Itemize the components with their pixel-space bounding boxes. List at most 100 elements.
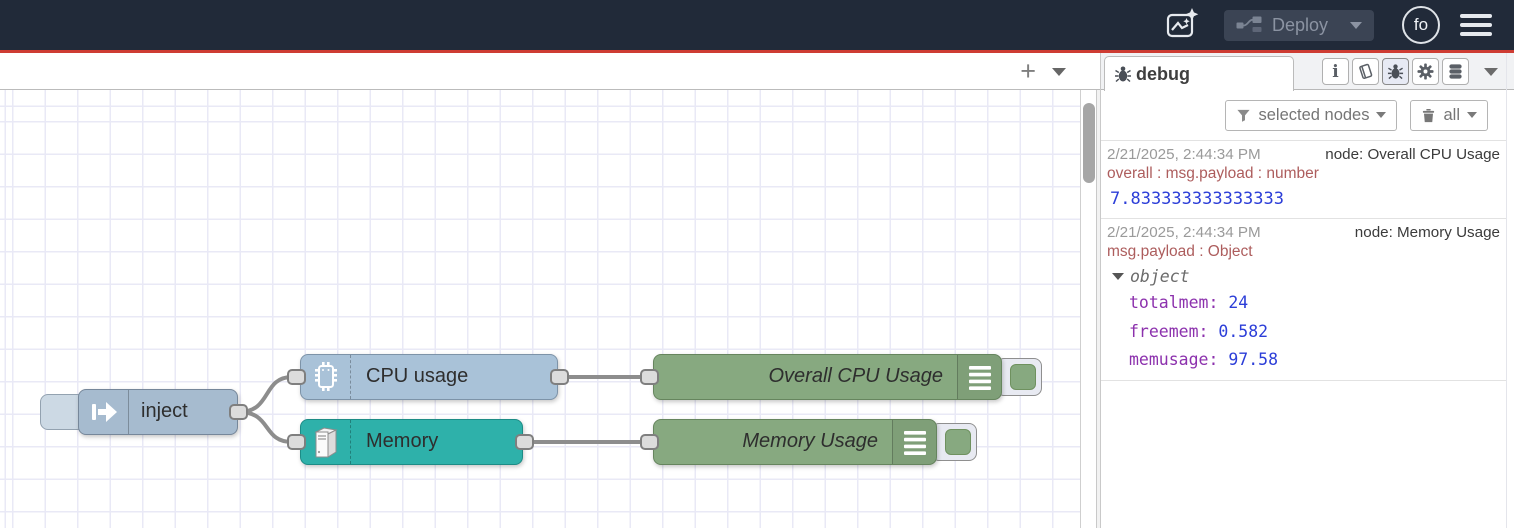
header: Deploy fo xyxy=(0,0,1514,53)
user-initials: fo xyxy=(1413,15,1429,34)
field-key: memusage: xyxy=(1129,350,1219,369)
memory-output-port[interactable] xyxy=(515,434,534,450)
debug-sidebar: debug i xyxy=(1101,53,1514,528)
user-avatar[interactable]: fo xyxy=(1402,6,1440,44)
book-icon xyxy=(1359,63,1373,80)
node-label: Overall CPU Usage xyxy=(768,365,943,387)
message-meta: 2/21/2025, 2:44:34 PM node: Memory Usage xyxy=(1105,222,1502,242)
debug-message: 2/21/2025, 2:44:34 PM node: Overall CPU … xyxy=(1101,141,1506,219)
field-value: 0.582 xyxy=(1218,321,1269,341)
debug-toggle-button[interactable] xyxy=(996,358,1042,396)
node-label: inject xyxy=(141,400,188,422)
field-key: freemem: xyxy=(1129,321,1209,341)
menu-bar xyxy=(1460,13,1492,19)
debug-messages: 2/21/2025, 2:44:34 PM node: Overall CPU … xyxy=(1101,140,1506,381)
debug-clear-label: all xyxy=(1443,105,1460,124)
debug-memory-input-port[interactable] xyxy=(640,434,659,450)
sidebar-resizer[interactable] xyxy=(1096,53,1101,528)
debug-toggle-button[interactable] xyxy=(931,423,977,461)
tab-context-button[interactable] xyxy=(1442,58,1469,85)
tab-help-button[interactable] xyxy=(1352,58,1379,85)
trash-icon xyxy=(1423,108,1435,122)
cpu-output-port[interactable] xyxy=(550,369,569,385)
sidebar-tabs-caret-icon[interactable] xyxy=(1484,67,1498,76)
debug-list-icon xyxy=(957,355,1001,399)
tab-info-button[interactable]: i xyxy=(1322,58,1349,85)
bug-icon xyxy=(1115,66,1131,83)
object-expand-toggle[interactable]: object xyxy=(1105,262,1502,289)
cpu-input-port[interactable] xyxy=(287,369,306,385)
node-label: CPU usage xyxy=(366,365,469,387)
deploy-options-caret-icon[interactable] xyxy=(1350,21,1362,29)
deploy-nodes-icon xyxy=(1236,16,1262,32)
sidebar-tab-bar: debug i xyxy=(1101,53,1514,91)
filter-caret-icon xyxy=(1376,112,1387,118)
collapse-triangle-icon xyxy=(1112,273,1124,280)
tab-debug[interactable]: debug xyxy=(1104,56,1294,91)
tab-debug-button[interactable] xyxy=(1382,58,1409,85)
flow-list-caret-icon[interactable] xyxy=(1052,68,1066,76)
object-field: totalmem: 24 xyxy=(1105,289,1502,318)
message-value: 7.833333333333333 xyxy=(1110,189,1284,209)
workspace: + inject xyxy=(0,53,1100,528)
main-menu-icon[interactable] xyxy=(1460,9,1492,41)
message-meta: 2/21/2025, 2:44:34 PM node: Overall CPU … xyxy=(1105,144,1502,164)
menu-bar xyxy=(1460,31,1492,37)
debug-filter-label: selected nodes xyxy=(1258,105,1370,124)
canvas-scrollbar-thumb[interactable] xyxy=(1083,103,1095,183)
message-property: msg.payload : Object xyxy=(1107,243,1253,260)
field-key: totalmem: xyxy=(1129,293,1219,312)
object-field: memusage: 97.58 xyxy=(1105,346,1502,375)
ai-assistant-button[interactable] xyxy=(1164,7,1200,43)
node-debug-overall-cpu[interactable]: Overall CPU Usage xyxy=(653,354,1002,400)
message-timestamp: 2/21/2025, 2:44:34 PM xyxy=(1107,146,1261,163)
field-value: 24 xyxy=(1228,293,1249,312)
flow-tab-bar: + xyxy=(0,53,1100,90)
menu-bar xyxy=(1460,22,1492,28)
deploy-label: Deploy xyxy=(1271,14,1328,35)
message-node-name: node: Memory Usage xyxy=(1354,224,1500,241)
tab-debug-label: debug xyxy=(1136,63,1190,84)
object-type-label: object xyxy=(1130,267,1190,286)
debug-message: 2/21/2025, 2:44:34 PM node: Memory Usage… xyxy=(1101,219,1506,381)
node-memory[interactable]: Memory xyxy=(300,419,523,465)
sidebar-tab-icons: i xyxy=(1322,58,1498,85)
tab-config-button[interactable] xyxy=(1412,58,1439,85)
canvas-scrollbar xyxy=(1082,90,1096,528)
node-inject[interactable]: inject xyxy=(78,389,238,435)
object-field: freemem: 0.582 xyxy=(1105,318,1502,347)
inject-arrow-icon xyxy=(79,390,129,434)
node-debug-memory[interactable]: Memory Usage xyxy=(653,419,937,465)
debug-list-icon xyxy=(892,420,936,464)
deploy-button[interactable]: Deploy xyxy=(1223,9,1374,41)
gear-icon xyxy=(1417,63,1434,80)
debug-toggle-indicator xyxy=(945,428,971,455)
debug-filter-button[interactable]: selected nodes xyxy=(1225,99,1398,131)
node-cpu-usage[interactable]: CPU usage xyxy=(300,354,558,400)
memory-input-port[interactable] xyxy=(287,434,306,450)
info-icon: i xyxy=(1332,61,1339,82)
sidebar-scroll-gutter xyxy=(1506,53,1514,528)
database-icon xyxy=(1449,64,1462,79)
message-timestamp: 2/21/2025, 2:44:34 PM xyxy=(1107,224,1261,241)
clear-caret-icon xyxy=(1467,112,1477,118)
node-label: Memory Usage xyxy=(742,430,878,452)
debug-clear-button[interactable]: all xyxy=(1410,99,1488,131)
bug-icon xyxy=(1387,64,1404,80)
server-icon xyxy=(301,420,351,464)
debug-cpu-input-port[interactable] xyxy=(640,369,659,385)
debug-toolbar: selected nodes all xyxy=(1101,90,1514,140)
add-flow-button[interactable]: + xyxy=(1020,56,1036,86)
field-value: 97.58 xyxy=(1228,350,1279,369)
inject-output-port[interactable] xyxy=(229,404,248,420)
funnel-icon xyxy=(1237,109,1251,122)
message-node-name: node: Overall CPU Usage xyxy=(1325,146,1500,163)
message-property: overall : msg.payload : number xyxy=(1107,165,1319,182)
debug-toggle-indicator xyxy=(1010,363,1036,390)
header-actions: Deploy fo xyxy=(1164,0,1514,50)
main-area: + inject xyxy=(0,53,1514,528)
node-label: Memory xyxy=(366,430,439,452)
inject-trigger-button[interactable] xyxy=(40,394,85,430)
ai-chart-sparkle-icon xyxy=(1166,8,1199,38)
